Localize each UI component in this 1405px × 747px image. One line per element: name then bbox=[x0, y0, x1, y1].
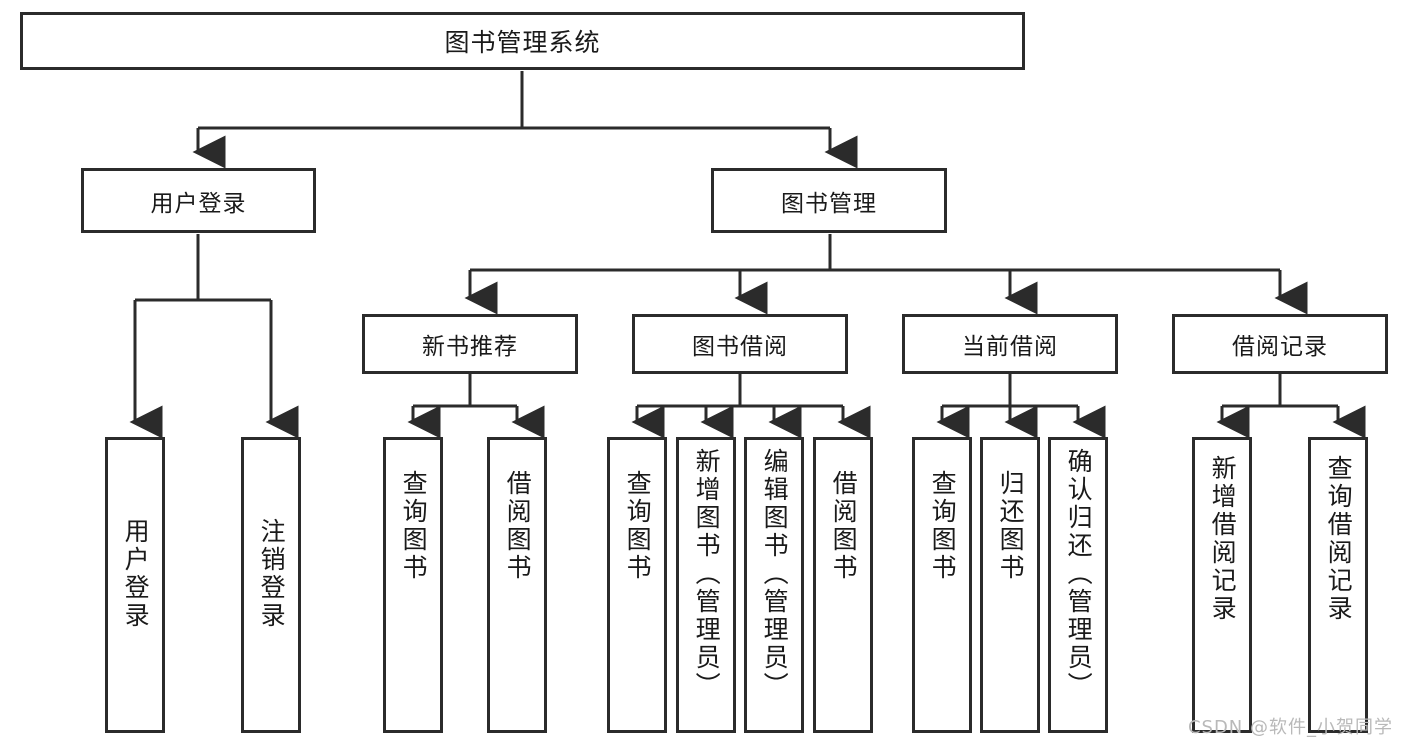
leaf-label: 注销登录 bbox=[257, 518, 287, 630]
leaf-current-query-book[interactable]: 查询图书 bbox=[912, 437, 972, 733]
leaf-label: 归还图书 bbox=[996, 470, 1026, 582]
leaf-borrow-borrow-book[interactable]: 借阅图书 bbox=[813, 437, 873, 733]
leaf-label: 查询图书 bbox=[928, 470, 958, 582]
leaf-borrow-edit-book-admin[interactable]: 编辑图书（管理员） bbox=[744, 437, 804, 733]
node-root-system[interactable]: 图书管理系统 bbox=[20, 12, 1025, 70]
leaf-current-confirm-return-admin[interactable]: 确认归还（管理员） bbox=[1048, 437, 1108, 733]
node-book-borrow[interactable]: 图书借阅 bbox=[632, 314, 848, 374]
leaf-user-login-logout[interactable]: 注销登录 bbox=[241, 437, 301, 733]
leaf-record-add-record[interactable]: 新增借阅记录 bbox=[1192, 437, 1252, 733]
leaf-label: 借阅图书 bbox=[829, 470, 859, 582]
leaf-label: 新增图书（管理员） bbox=[692, 448, 722, 700]
leaf-new-book-borrow[interactable]: 借阅图书 bbox=[487, 437, 547, 733]
node-borrow-record[interactable]: 借阅记录 bbox=[1172, 314, 1388, 374]
node-new-book-recommend[interactable]: 新书推荐 bbox=[362, 314, 578, 374]
node-user-login[interactable]: 用户登录 bbox=[81, 168, 316, 233]
leaf-label: 查询图书 bbox=[399, 470, 429, 582]
leaf-label: 用户登录 bbox=[121, 518, 151, 630]
leaf-label: 新增借阅记录 bbox=[1208, 455, 1238, 623]
node-book-management[interactable]: 图书管理 bbox=[711, 168, 947, 233]
node-current-borrow[interactable]: 当前借阅 bbox=[902, 314, 1118, 374]
leaf-label: 借阅图书 bbox=[503, 470, 533, 582]
leaf-borrow-add-book-admin[interactable]: 新增图书（管理员） bbox=[676, 437, 736, 733]
leaf-label: 编辑图书（管理员） bbox=[760, 448, 790, 700]
leaf-label: 查询图书 bbox=[623, 470, 653, 582]
leaf-record-query-record[interactable]: 查询借阅记录 bbox=[1308, 437, 1368, 733]
leaf-user-login-login[interactable]: 用户登录 bbox=[105, 437, 165, 733]
leaf-label: 查询借阅记录 bbox=[1324, 455, 1354, 623]
watermark-text: CSDN @软件_小贺同学 bbox=[1187, 717, 1393, 738]
leaf-new-book-query[interactable]: 查询图书 bbox=[383, 437, 443, 733]
leaf-borrow-query-book[interactable]: 查询图书 bbox=[607, 437, 667, 733]
leaf-label: 确认归还（管理员） bbox=[1064, 448, 1094, 700]
leaf-current-return-book[interactable]: 归还图书 bbox=[980, 437, 1040, 733]
